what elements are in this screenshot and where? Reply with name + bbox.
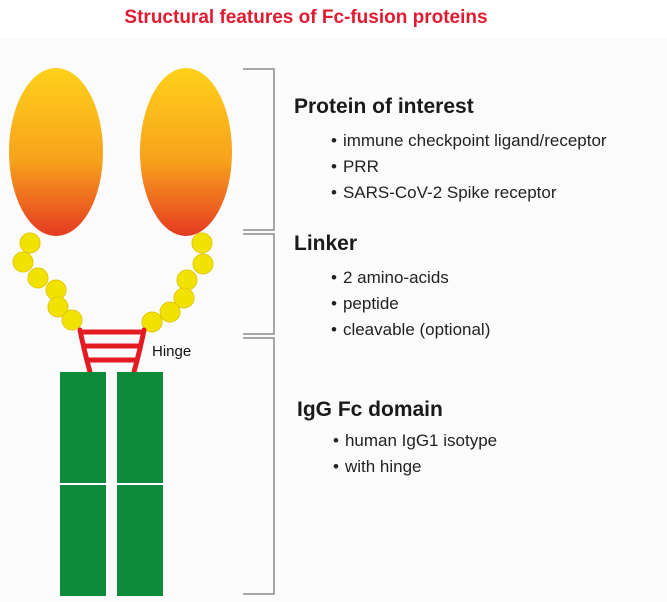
list-item: immune checkpoint ligand/receptor: [331, 128, 607, 154]
linker-right: [141, 232, 214, 333]
linker-bead: [159, 301, 181, 323]
linker-bead: [47, 296, 69, 318]
hinge-label: Hinge: [152, 343, 192, 360]
linker-bead: [61, 309, 83, 331]
list-item: SARS-CoV-2 Spike receptor: [331, 180, 607, 206]
section-heading-linker: Linker: [294, 232, 358, 255]
linker-bead: [27, 267, 49, 289]
list-item: with hinge: [333, 454, 497, 480]
bracket-fc: [243, 337, 275, 595]
section-list-protein: immune checkpoint ligand/receptor PRR SA…: [331, 128, 607, 206]
section-list-linker: 2 amino-acids peptide cleavable (optiona…: [331, 265, 490, 343]
section-list-fc: human IgG1 isotype with hinge: [333, 428, 497, 480]
bracket-linker: [243, 233, 275, 335]
linker-bead: [141, 311, 163, 333]
list-item: human IgG1 isotype: [333, 428, 497, 454]
list-item: 2 amino-acids: [331, 265, 490, 291]
fc-domain: [60, 372, 163, 596]
linker-bead: [12, 251, 34, 273]
linker-left: [12, 232, 83, 331]
page-title: Structural features of Fc-fusion protein…: [124, 7, 488, 28]
linker-bead: [19, 232, 41, 254]
protein-domain-right: [140, 68, 232, 236]
list-item: cleavable (optional): [331, 317, 490, 343]
section-heading-protein: Protein of interest: [294, 95, 474, 118]
list-item: peptide: [331, 291, 490, 317]
section-heading-fc: IgG Fc domain: [297, 398, 443, 421]
linker-bead: [173, 287, 195, 309]
protein-domain-left: [9, 68, 103, 236]
linker-bead: [191, 232, 213, 254]
linker-bead: [192, 253, 214, 275]
bracket-protein: [243, 68, 275, 231]
hinge-region: [77, 327, 147, 375]
linker-bead: [176, 269, 198, 291]
list-item: PRR: [331, 154, 607, 180]
